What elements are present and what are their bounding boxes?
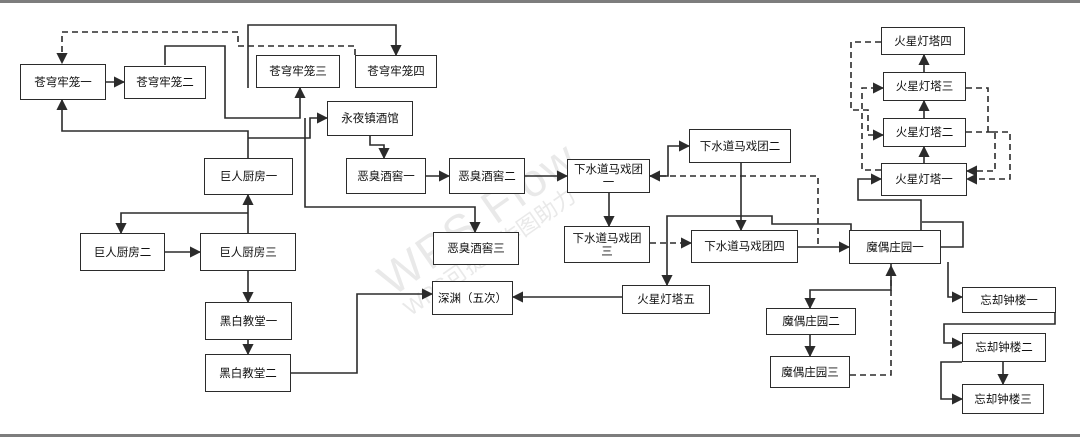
- node-cangqiong-4[interactable]: 苍穹牢笼四: [355, 55, 437, 88]
- node-puppet-manor-1[interactable]: 魔偶庄园一: [849, 230, 941, 264]
- node-mars-tower-4[interactable]: 火星灯塔四: [881, 27, 965, 55]
- node-cangqiong-1[interactable]: 苍穹牢笼一: [20, 64, 106, 100]
- node-giant-kitchen-2[interactable]: 巨人厨房二: [80, 233, 165, 271]
- node-label: 忘却钟楼一: [980, 292, 1038, 307]
- edge-mozy1-wq1b: [947, 262, 964, 303]
- node-cangqiong-2[interactable]: 苍穹牢笼二: [124, 66, 206, 99]
- edge-wq2-wq3b: [940, 361, 964, 405]
- node-label: 火星灯塔三: [895, 79, 954, 93]
- edge-yyzjg-ecjj3: [304, 118, 481, 234]
- node-label: 深渊（五次）: [438, 290, 507, 305]
- node-abyss[interactable]: 深渊（五次）: [432, 281, 513, 315]
- edge-hx2-hx1-dashed: [965, 131, 996, 177]
- bottom-frame-line: [0, 434, 1080, 437]
- node-label: 恶臭酒窖二: [458, 168, 516, 183]
- node-label: 苍穹牢笼四: [367, 64, 425, 78]
- node-label: 忘却钟楼三: [974, 391, 1032, 406]
- edge-jrcf1-cql1: [56, 98, 249, 158]
- node-label: 苍穹牢笼三: [269, 64, 327, 78]
- node-label: 下水道马戏团一: [574, 162, 643, 189]
- node-giant-kitchen-1[interactable]: 巨人厨房一: [204, 158, 293, 195]
- node-sewer-circus-2[interactable]: 下水道马戏团二: [689, 129, 791, 163]
- node-cellar-1[interactable]: 恶臭酒窖一: [346, 158, 426, 194]
- node-label: 忘却钟楼二: [975, 340, 1033, 354]
- node-sewer-circus-3[interactable]: 下水道马戏团三: [564, 226, 650, 263]
- node-label: 永夜镇酒馆: [341, 111, 399, 125]
- edge-mozy3-mozy1-dashed: [850, 264, 897, 376]
- node-label: 黑白教堂二: [219, 365, 277, 380]
- node-bw-church-2[interactable]: 黑白教堂二: [205, 354, 291, 392]
- node-label: 火星灯塔四: [894, 33, 952, 48]
- node-cellar-2[interactable]: 恶臭酒窖二: [449, 158, 525, 194]
- node-puppet-manor-3[interactable]: 魔偶庄园三: [770, 356, 850, 388]
- edge-xsd1-xsd2: [648, 140, 691, 177]
- node-oblivion-bell-1[interactable]: 忘却钟楼一: [962, 287, 1056, 313]
- node-label: 苍穹牢笼一: [34, 74, 92, 89]
- edge-hbjt2-sy: [291, 288, 434, 374]
- node-mars-tower-2[interactable]: 火星灯塔二: [883, 118, 966, 147]
- node-mars-tower-3[interactable]: 火星灯塔三: [883, 72, 966, 101]
- node-mars-tower-1[interactable]: 火星灯塔一: [881, 163, 967, 196]
- node-oblivion-bell-3[interactable]: 忘却钟楼三: [962, 384, 1044, 414]
- node-label: 魔偶庄园一: [866, 239, 924, 254]
- edge-hub-yyzjg: [248, 112, 329, 139]
- edge-mozy1-hx5: [661, 215, 852, 287]
- node-sewer-circus-1[interactable]: 下水道马戏团一: [567, 159, 650, 193]
- node-label: 魔偶庄园二: [782, 314, 840, 328]
- node-puppet-manor-2[interactable]: 魔偶庄园二: [766, 308, 856, 335]
- node-label: 下水道马戏团二: [699, 138, 781, 153]
- edge-wq1-wq2: [943, 307, 1056, 349]
- node-cellar-3[interactable]: 恶臭酒窖三: [433, 232, 519, 265]
- node-label: 恶臭酒窖三: [447, 241, 505, 255]
- node-yongye-tavern[interactable]: 永夜镇酒馆: [327, 101, 413, 136]
- node-label: 巨人厨房二: [93, 244, 152, 259]
- node-sewer-circus-4[interactable]: 下水道马戏团四: [691, 230, 798, 263]
- node-cangqiong-3[interactable]: 苍穹牢笼三: [256, 55, 340, 88]
- edge-cql2-cql3: [164, 45, 306, 119]
- node-label: 火星灯塔二: [895, 125, 954, 139]
- edge-mozy1-wq1: [922, 221, 964, 248]
- node-label: 苍穹牢笼二: [136, 75, 194, 89]
- top-frame-line: [0, 0, 1080, 3]
- node-oblivion-bell-2[interactable]: 忘却钟楼二: [962, 333, 1046, 362]
- edge-hx3-hx1-dashed: [965, 87, 1011, 185]
- node-label: 下水道马戏团四: [704, 239, 785, 253]
- edge-cql4-cql1-dashed: [56, 31, 356, 65]
- edge-yyzjg-ecjj1: [369, 135, 390, 160]
- node-label: 恶臭酒窖一: [357, 168, 415, 183]
- node-label: 火星灯塔一: [895, 172, 953, 186]
- node-bw-church-1[interactable]: 黑白教堂一: [205, 302, 292, 340]
- node-label: 魔偶庄园三: [781, 364, 839, 379]
- node-label: 火星灯塔五: [637, 292, 695, 306]
- edge-mozy1-hx1: [857, 173, 922, 232]
- edge-mozy1-mozy2: [804, 264, 892, 310]
- node-label: 巨人厨房一: [219, 169, 278, 183]
- node-giant-kitchen-3[interactable]: 巨人厨房三: [200, 233, 296, 271]
- edge-mozy1-xsd1-dashed: [648, 170, 819, 244]
- node-label: 巨人厨房三: [219, 244, 277, 259]
- edge-hx4-hx1-dashed: [850, 41, 885, 141]
- edge-hub-jrcf2: [115, 212, 248, 235]
- node-label: 下水道马戏团三: [572, 230, 642, 258]
- node-label: 黑白教堂一: [219, 313, 278, 328]
- edge-hx1-hx3-dashed: [861, 82, 885, 171]
- node-mars-tower-5[interactable]: 火星灯塔五: [622, 285, 710, 314]
- edge-cql3-cql4: [247, 24, 402, 88]
